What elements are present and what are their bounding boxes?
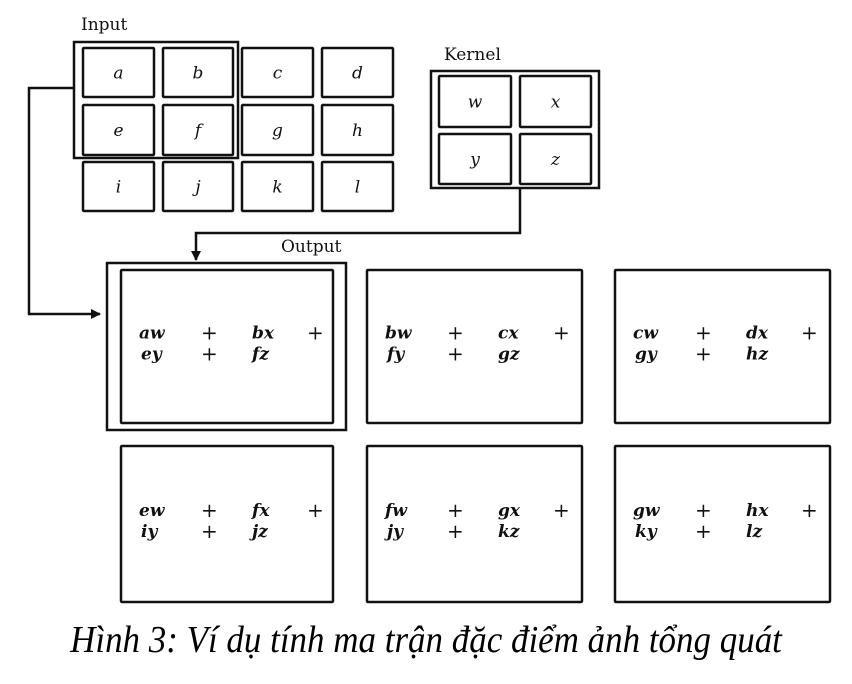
input-cell-label: d xyxy=(352,64,363,84)
kernel-cell xyxy=(437,132,513,186)
input-cell-label: f xyxy=(193,121,204,141)
output-cell-frame xyxy=(365,268,584,425)
input-cell-label: l xyxy=(355,178,360,198)
plus-sign: + xyxy=(201,498,218,522)
output-cell-frame xyxy=(365,444,584,604)
input-cell-label: c xyxy=(273,64,283,84)
term-4: lz xyxy=(746,522,762,542)
input-cell xyxy=(320,46,395,99)
input-cell xyxy=(161,103,235,157)
input-cell xyxy=(240,103,315,157)
term-3: ey xyxy=(141,345,163,365)
output-cell: cw + dx + gy + hz xyxy=(613,268,832,425)
term-4: fz xyxy=(251,345,269,365)
kernel-to-output-arrow xyxy=(191,188,522,261)
output-cell-frame xyxy=(613,444,832,604)
plus-sign: + xyxy=(307,321,324,345)
input-grid: a b c d e f g h i j k l xyxy=(81,46,395,213)
term-2: bx xyxy=(252,324,275,344)
plus-sign: + xyxy=(447,342,464,366)
term-4: hz xyxy=(746,345,768,365)
input-cell xyxy=(161,160,235,213)
plus-sign: + xyxy=(201,342,218,366)
plus-sign: + xyxy=(695,342,712,366)
plus-sign: + xyxy=(201,321,218,345)
input-cell-label: j xyxy=(191,178,201,198)
input-label: Input xyxy=(81,15,127,35)
figure-caption: Hình 3: Ví dụ tính ma trận đặc điểm ảnh … xyxy=(70,619,782,661)
input-cell-label: k xyxy=(272,178,282,198)
input-cell xyxy=(240,160,315,213)
input-cell-label: g xyxy=(272,121,283,141)
plus-sign: + xyxy=(695,321,712,345)
plus-sign: + xyxy=(695,519,712,543)
input-cell xyxy=(320,160,395,213)
term-3: iy xyxy=(141,522,158,542)
output-cell: bw + cx + fy + gz xyxy=(365,268,584,425)
output-cell: ew + fx + iy + jz xyxy=(119,444,335,604)
term-3: jy xyxy=(384,522,404,542)
term-3: ky xyxy=(635,522,658,542)
output-cell: aw + bx + ey + fz xyxy=(119,268,335,425)
term-1: cw xyxy=(633,324,659,344)
plus-sign: + xyxy=(201,519,218,543)
input-cell xyxy=(81,46,156,99)
input-cell xyxy=(81,103,156,157)
input-cell-label: i xyxy=(116,178,121,198)
kernel-cell-label: y xyxy=(469,150,480,170)
term-4: gz xyxy=(498,345,520,365)
kernel-cell-label: x xyxy=(551,93,561,113)
output-cell: fw + gx + jy + kz xyxy=(365,444,584,604)
term-2: gx xyxy=(498,501,521,521)
term-3: fy xyxy=(386,345,405,365)
output-cell-frame xyxy=(119,444,335,604)
plus-sign: + xyxy=(553,321,570,345)
plus-sign: + xyxy=(447,519,464,543)
input-cell-label: a xyxy=(113,64,123,84)
kernel-cell xyxy=(437,74,513,129)
term-1: gw xyxy=(633,501,661,521)
term-1: bw xyxy=(385,324,413,344)
term-1: ew xyxy=(139,501,166,521)
input-cell xyxy=(81,160,156,213)
kernel-frame xyxy=(429,69,601,190)
kernel-label: Kernel xyxy=(444,45,501,65)
plus-sign: + xyxy=(553,498,570,522)
output-cell-frame xyxy=(119,268,335,425)
input-receptive-field-highlight xyxy=(72,40,240,160)
term-2: fx xyxy=(251,501,270,521)
term-3: gy xyxy=(635,345,658,365)
kernel-cell xyxy=(518,74,593,129)
input-cell xyxy=(240,46,315,99)
input-to-output-arrow xyxy=(27,86,101,319)
kernel-cell-label: w xyxy=(468,93,483,113)
term-2: hx xyxy=(746,501,769,521)
plus-sign: + xyxy=(307,498,324,522)
output-label: Output xyxy=(281,237,342,257)
plus-sign: + xyxy=(447,498,464,522)
input-cell-label: b xyxy=(193,64,204,84)
plus-sign: + xyxy=(801,321,818,345)
output-cell-highlight xyxy=(105,261,348,432)
kernel-grid: w x y z xyxy=(437,74,593,186)
term-1: aw xyxy=(139,324,166,344)
output-cell-frame xyxy=(613,268,832,425)
input-cell xyxy=(161,46,235,99)
kernel-cell xyxy=(518,132,593,186)
output-grid: aw + bx + ey + fz bw + cx + fy + gz cw + dx + gy + hz ew + fx + i… xyxy=(119,268,832,604)
output-cell: gw + hx + ky + lz xyxy=(613,444,832,604)
plus-sign: + xyxy=(801,498,818,522)
term-1: fw xyxy=(384,501,408,521)
kernel-cell-label: z xyxy=(550,150,561,170)
term-4: jz xyxy=(249,522,268,542)
term-4: kz xyxy=(498,522,520,542)
term-2: dx xyxy=(746,324,769,344)
plus-sign: + xyxy=(695,498,712,522)
input-cell-label: h xyxy=(352,121,363,141)
input-cell-label: e xyxy=(113,121,123,141)
term-2: cx xyxy=(498,324,519,344)
input-cell xyxy=(320,103,395,157)
plus-sign: + xyxy=(447,321,464,345)
